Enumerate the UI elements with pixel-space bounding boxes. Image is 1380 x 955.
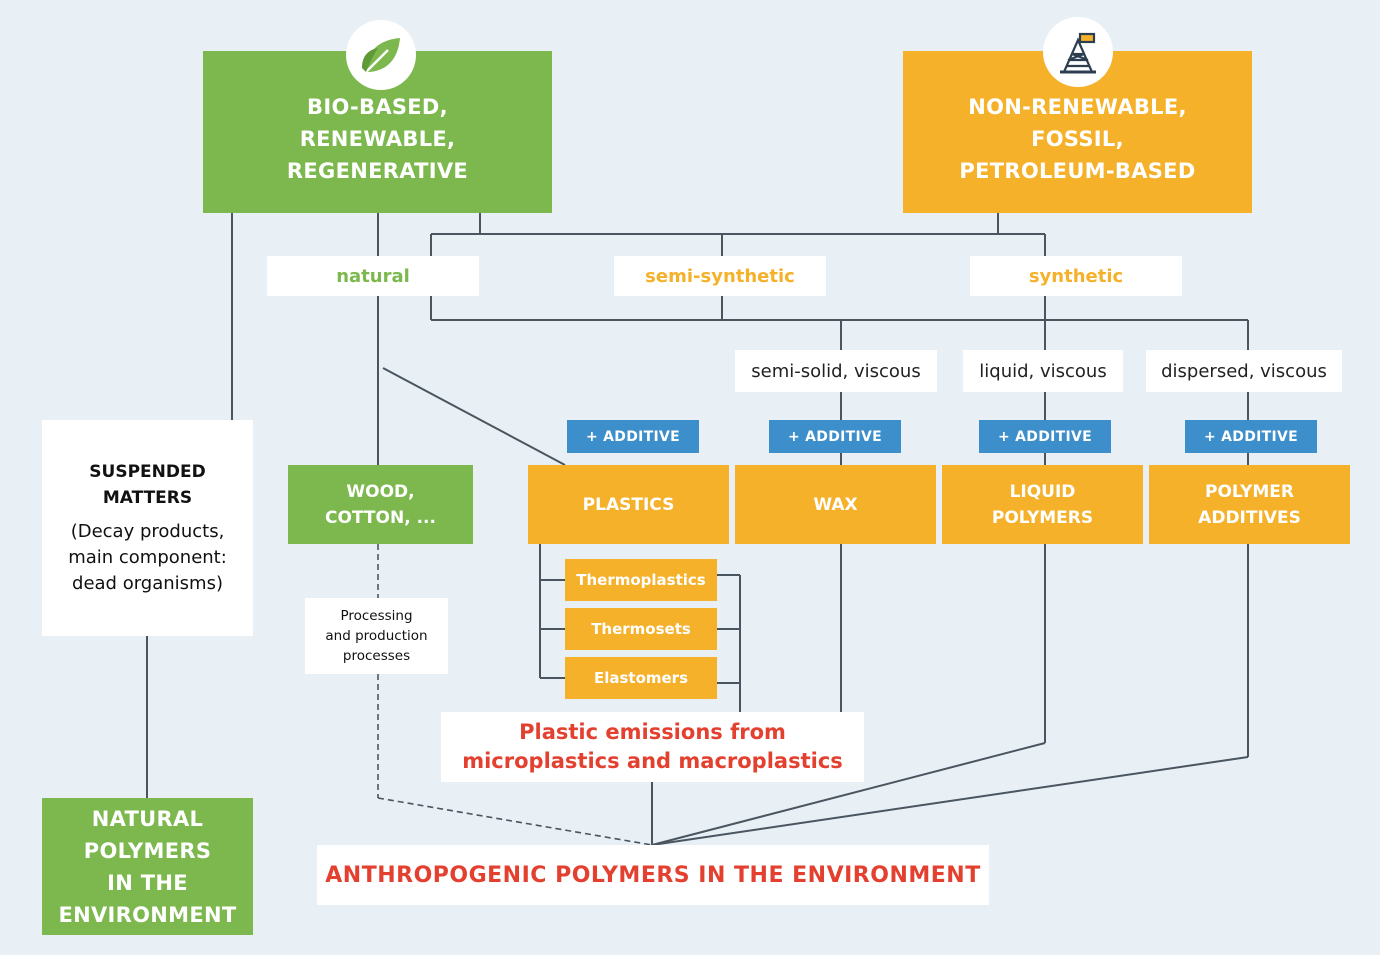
natural-polymers-line-4: ENVIRONMENT <box>58 902 237 927</box>
fossil-based-line-3: PETROLEUM-BASED <box>959 159 1196 183</box>
liquid-polymers-line-1: LIQUID <box>1009 481 1076 502</box>
emissions-line-2: microplastics and macroplastics <box>462 749 843 773</box>
additive-tag-text: + ADDITIVE <box>787 428 883 445</box>
suspended-desc-2: main component: <box>68 547 227 568</box>
liquid-viscous-text: liquid, viscous <box>979 360 1107 382</box>
thermosets-box: Thermosets <box>565 608 717 650</box>
thermoplastics-text: Thermoplastics <box>576 571 706 589</box>
semi-solid-label: semi-solid, viscous <box>735 350 937 392</box>
plastic-emissions-box: Plastic emissions from microplastics and… <box>441 712 864 782</box>
suspended-desc-3: dead organisms) <box>72 573 223 594</box>
oil-derrick-icon <box>1043 17 1113 87</box>
liquid-polymers-line-2: POLYMERS <box>991 507 1094 528</box>
plastics-line-1: PLASTICS <box>582 494 675 515</box>
wood-line-2: COTTON, ... <box>325 507 436 528</box>
polymer-additives-box: POLYMER ADDITIVES <box>1149 465 1350 544</box>
polymer-additives-line-2: ADDITIVES <box>1198 507 1301 528</box>
fossil-based-line-2: FOSSIL, <box>1031 127 1124 151</box>
semi-synthetic-label-text: semi-synthetic <box>645 265 795 287</box>
elastomers-box: Elastomers <box>565 657 717 699</box>
natural-polymers-box: NATURAL POLYMERS IN THE ENVIRONMENT <box>42 798 253 935</box>
natural-polymers-line-1: NATURAL <box>91 806 204 831</box>
additive-tag-text: + ADDITIVE <box>997 428 1093 445</box>
additive-tag-plastics: + ADDITIVE <box>567 420 699 453</box>
processing-line-1: Processing <box>340 608 413 624</box>
elastomers-text: Elastomers <box>593 669 689 687</box>
bio-based-line-2: RENEWABLE, <box>299 127 456 151</box>
additive-tag-wax: + ADDITIVE <box>769 420 901 453</box>
natural-label-text: natural <box>336 265 410 287</box>
semi-solid-text: semi-solid, viscous <box>751 360 921 382</box>
additive-tag-text: + ADDITIVE <box>585 428 681 445</box>
thermoplastics-box: Thermoplastics <box>565 559 717 601</box>
suspended-matters-box: SUSPENDED MATTERS (Decay products, main … <box>42 420 253 636</box>
additive-tag-liquid: + ADDITIVE <box>979 420 1111 453</box>
suspended-title-2: MATTERS <box>102 488 193 508</box>
bio-based-line-1: BIO-BASED, <box>307 95 448 119</box>
anthropogenic-text: ANTHROPOGENIC POLYMERS IN THE ENVIRONMEN… <box>325 862 981 888</box>
suspended-desc-1: (Decay products, <box>70 521 225 542</box>
suspended-title-1: SUSPENDED <box>89 462 206 482</box>
dispersed-viscous-text: dispersed, viscous <box>1161 360 1327 382</box>
wax-box: WAX <box>735 465 936 544</box>
processing-line-3: processes <box>342 648 411 664</box>
bio-based-line-3: REGENERATIVE <box>286 159 469 183</box>
fossil-based-line-1: NON-RENEWABLE, <box>968 95 1187 119</box>
synthetic-label-text: synthetic <box>1028 265 1124 287</box>
wood-cotton-box: WOOD, COTTON, ... <box>288 465 473 544</box>
anthropogenic-polymers-box: ANTHROPOGENIC POLYMERS IN THE ENVIRONMEN… <box>317 845 989 905</box>
additive-tag-text: + ADDITIVE <box>1203 428 1299 445</box>
dispersed-viscous-label: dispersed, viscous <box>1146 350 1342 392</box>
wood-line-1: WOOD, <box>346 481 415 502</box>
synthetic-label: synthetic <box>970 256 1182 296</box>
plastics-box: PLASTICS <box>528 465 729 544</box>
processing-line-2: and production <box>325 628 428 644</box>
liquid-polymers-box: LIQUID POLYMERS <box>942 465 1143 544</box>
natural-polymers-line-3: IN THE <box>107 870 188 895</box>
processing-box: Processing and production processes <box>305 598 448 674</box>
semi-synthetic-label: semi-synthetic <box>614 256 826 296</box>
natural-polymers-line-2: POLYMERS <box>83 838 212 863</box>
thermosets-text: Thermosets <box>591 620 691 638</box>
liquid-viscous-label: liquid, viscous <box>963 350 1123 392</box>
additive-tag-dispersed: + ADDITIVE <box>1185 420 1317 453</box>
fossil-based-box: NON-RENEWABLE, FOSSIL, PETROLEUM-BASED <box>903 51 1252 213</box>
emissions-line-1: Plastic emissions from <box>519 720 786 744</box>
wax-line-1: WAX <box>813 494 858 515</box>
natural-label: natural <box>267 256 479 296</box>
polymer-additives-line-1: POLYMER <box>1204 481 1295 502</box>
leaf-icon <box>346 20 416 90</box>
